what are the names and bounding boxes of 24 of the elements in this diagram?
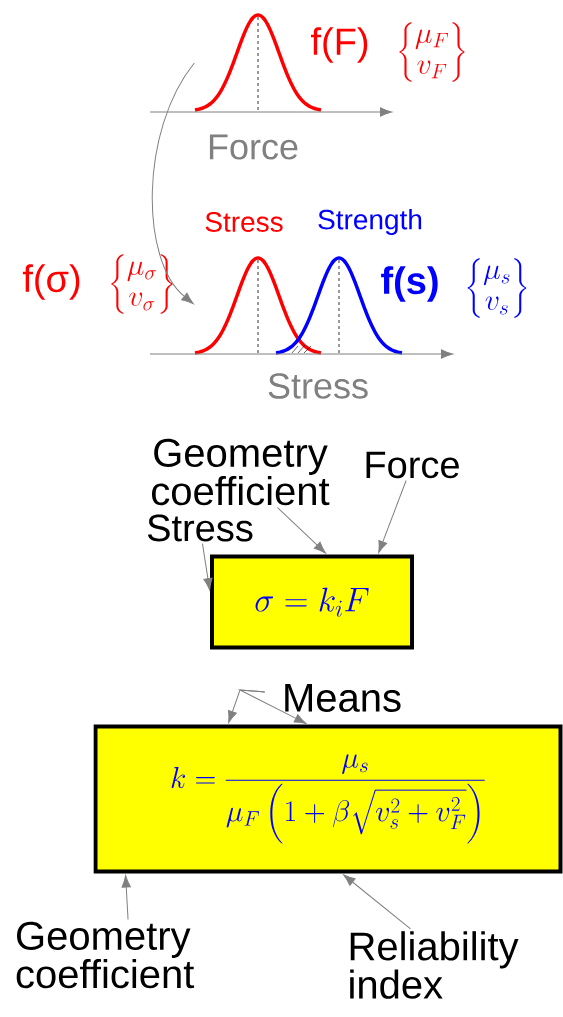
leader-line bbox=[201, 543, 213, 591]
leader-line bbox=[121, 875, 131, 920]
curve-label: Strength bbox=[318, 208, 422, 236]
annotation-label: Geometry coefficient bbox=[16, 921, 195, 989]
annotation-label: Force bbox=[366, 451, 459, 479]
parameter-braces: $\begin{Bmatrix}\mu_s\\ v_s\end{Bmatrix}$ bbox=[467, 258, 527, 318]
leader-line bbox=[378, 479, 407, 553]
annotation-label: Reliability index bbox=[350, 931, 519, 999]
leader-line bbox=[276, 507, 326, 554]
parameter-braces: $\begin{Bmatrix}\mu_F\\ v_F\end{Bmatrix}$ bbox=[399, 22, 465, 82]
parameter-braces: $\begin{Bmatrix}\mu_\sigma\\ v_\sigma\end{Bmatrix}$ bbox=[111, 254, 173, 314]
annotation-label: Means bbox=[285, 684, 401, 712]
axis-label: Force bbox=[209, 134, 298, 160]
annotation-label: Geometry coefficient bbox=[152, 438, 330, 506]
formula-box: $\sigma = k_i F$ bbox=[210, 554, 414, 650]
curve-label: f(σ) bbox=[22, 264, 80, 300]
annotation-label: Stress bbox=[147, 514, 253, 542]
curve-label: f(s) bbox=[381, 266, 438, 302]
curve-label: f(F) bbox=[311, 27, 368, 63]
leader-line bbox=[239, 689, 307, 725]
curve-label: Stress bbox=[205, 212, 283, 232]
formula-box: $k = \dfrac{\mu_s}{\mu_F\left(1+\beta\sqrt{v_s^2+v_F^2}\right)}$ bbox=[93, 724, 563, 874]
leader-line bbox=[343, 874, 411, 930]
curved-arrow bbox=[151, 62, 195, 305]
